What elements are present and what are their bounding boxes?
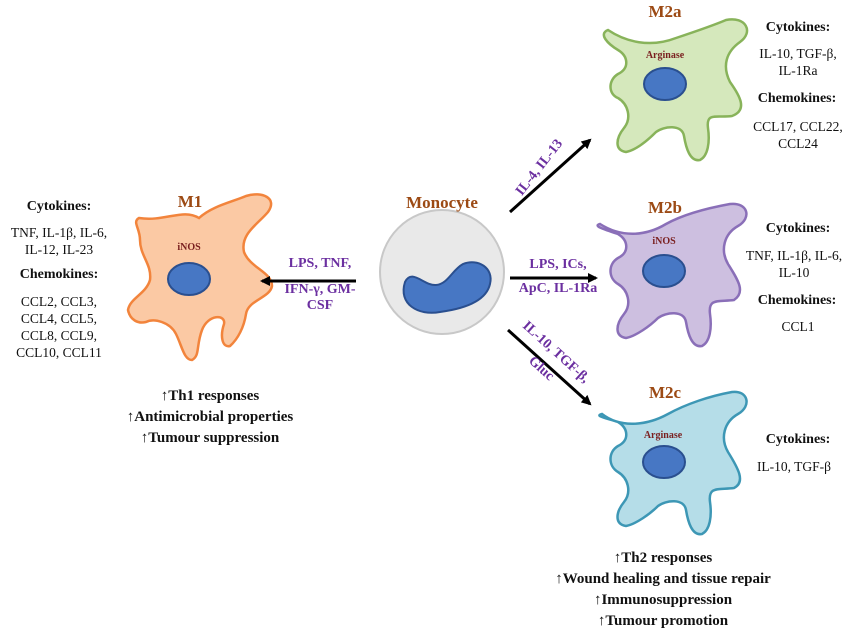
m1-chemokine-line: CCL10, CCL11	[16, 345, 102, 360]
m1-stimuli-line: CSF	[306, 298, 334, 313]
m1-cytokines-header: Cytokines:	[26, 199, 92, 214]
m1-cytokines-list: TNF, IL-1β, IL-6, IL-12, IL-23	[0, 224, 118, 258]
m2a-chemokines-list: CCL17, CCL22, CCL24	[742, 118, 850, 152]
m1-outcome-line: ↑Tumour suppression	[140, 430, 280, 446]
m2b-cytokines-list: TNF, IL-1β, IL-6, IL-10	[738, 247, 850, 281]
m2c-outcome-line: ↑Tumour promotion	[597, 613, 729, 629]
m1-stimuli-line: LPS, TNF,	[288, 256, 352, 271]
m1-macrophage	[126, 193, 274, 362]
m2c-outcome-line: ↑Immunosuppression	[593, 592, 733, 608]
m2a-cytokines-header: Cytokines:	[765, 20, 831, 35]
m2b-stimuli-line: ApC, IL-1Ra	[518, 281, 598, 296]
m2c-enzyme-label: Arginase	[643, 430, 683, 441]
m2b-nucleus	[642, 254, 686, 288]
m1-cytokine-line: IL-12, IL-23	[24, 242, 94, 257]
m2a-cytokine-line: IL-1Ra	[778, 63, 818, 78]
m2a-enzyme-label: Arginase	[645, 50, 685, 61]
m2b-cytokines-header: Cytokines:	[765, 221, 831, 236]
m2c-outcome-line: ↑Th2 responses	[613, 550, 713, 566]
m2b-stimuli: LPS, ICs, ApC, IL-1Ra	[508, 257, 608, 297]
m1-chemokines-list: CCL2, CCL3, CCL4, CCL5, CCL8, CCL9, CCL1…	[0, 293, 118, 361]
m1-cytokine-line: TNF, IL-1β, IL-6,	[10, 225, 108, 240]
arrow-to-m2c	[506, 328, 592, 406]
m2b-chemokines-header: Chemokines:	[757, 293, 837, 308]
m1-chemokines-header: Chemokines:	[19, 267, 99, 282]
m2c-outcome-line: ↑Wound healing and tissue repair	[555, 571, 771, 587]
m2a-chemokine-line: CCL17, CCL22,	[753, 119, 843, 134]
m1-stimuli-line: IFN-γ, GM-	[284, 282, 356, 297]
m1-enzyme-label: iNOS	[177, 242, 201, 253]
m1-chemokine-line: CCL8, CCL9,	[20, 328, 98, 343]
m2a-title: M2a	[648, 2, 682, 21]
m1-stimuli: LPS, TNF, IFN-γ, GM- CSF	[272, 256, 368, 314]
m2a-macrophage	[602, 18, 749, 162]
m2b-title: M2b	[648, 198, 682, 217]
m2b-cytokine-line: TNF, IL-1β, IL-6,	[745, 248, 843, 263]
m2a-cytokine-line: IL-10, TGF-β,	[759, 46, 837, 61]
m1-nucleus	[167, 262, 211, 296]
m2b-macrophage	[596, 202, 748, 348]
monocyte-cell	[379, 209, 505, 335]
monocyte-label: Monocyte	[406, 193, 478, 212]
m2c-nucleus	[642, 445, 686, 479]
m1-chemokine-line: CCL2, CCL3,	[20, 294, 98, 309]
monocyte-nucleus	[402, 261, 492, 314]
m1-title: M1	[177, 192, 203, 211]
m2a-cytokines-list: IL-10, TGF-β, IL-1Ra	[742, 45, 850, 79]
m2b-chemokine-line: CCL1	[781, 319, 815, 334]
m1-outcome-line: ↑Antimicrobial properties	[126, 409, 294, 425]
m2c-macrophage	[598, 390, 748, 536]
m2c-cytokines-header: Cytokines:	[765, 432, 831, 447]
m2b-cytokine-line: IL-10	[778, 265, 810, 280]
m1-outcome-line: ↑Th1 responses	[160, 388, 260, 404]
m2b-enzyme-label: iNOS	[652, 236, 676, 247]
m2c-cytokines-list: IL-10, TGF-β	[738, 458, 850, 475]
m2c-title: M2c	[648, 383, 682, 402]
m2c-outcomes: ↑Th2 responses ↑Wound healing and tissue…	[520, 548, 806, 632]
arrow-to-m2a	[508, 138, 592, 214]
m2a-chemokines-header: Chemokines:	[757, 91, 837, 106]
m2a-chemokine-line: CCL24	[778, 136, 818, 151]
m2a-nucleus	[643, 67, 687, 101]
m1-outcomes: ↑Th1 responses ↑Antimicrobial properties…	[60, 386, 360, 449]
m2b-stimuli-line: LPS, ICs,	[529, 257, 587, 272]
m1-chemokine-line: CCL4, CCL5,	[20, 311, 98, 326]
m2c-cytokine-line: IL-10, TGF-β	[756, 459, 832, 474]
m2b-chemokines-list: CCL1	[742, 318, 850, 335]
